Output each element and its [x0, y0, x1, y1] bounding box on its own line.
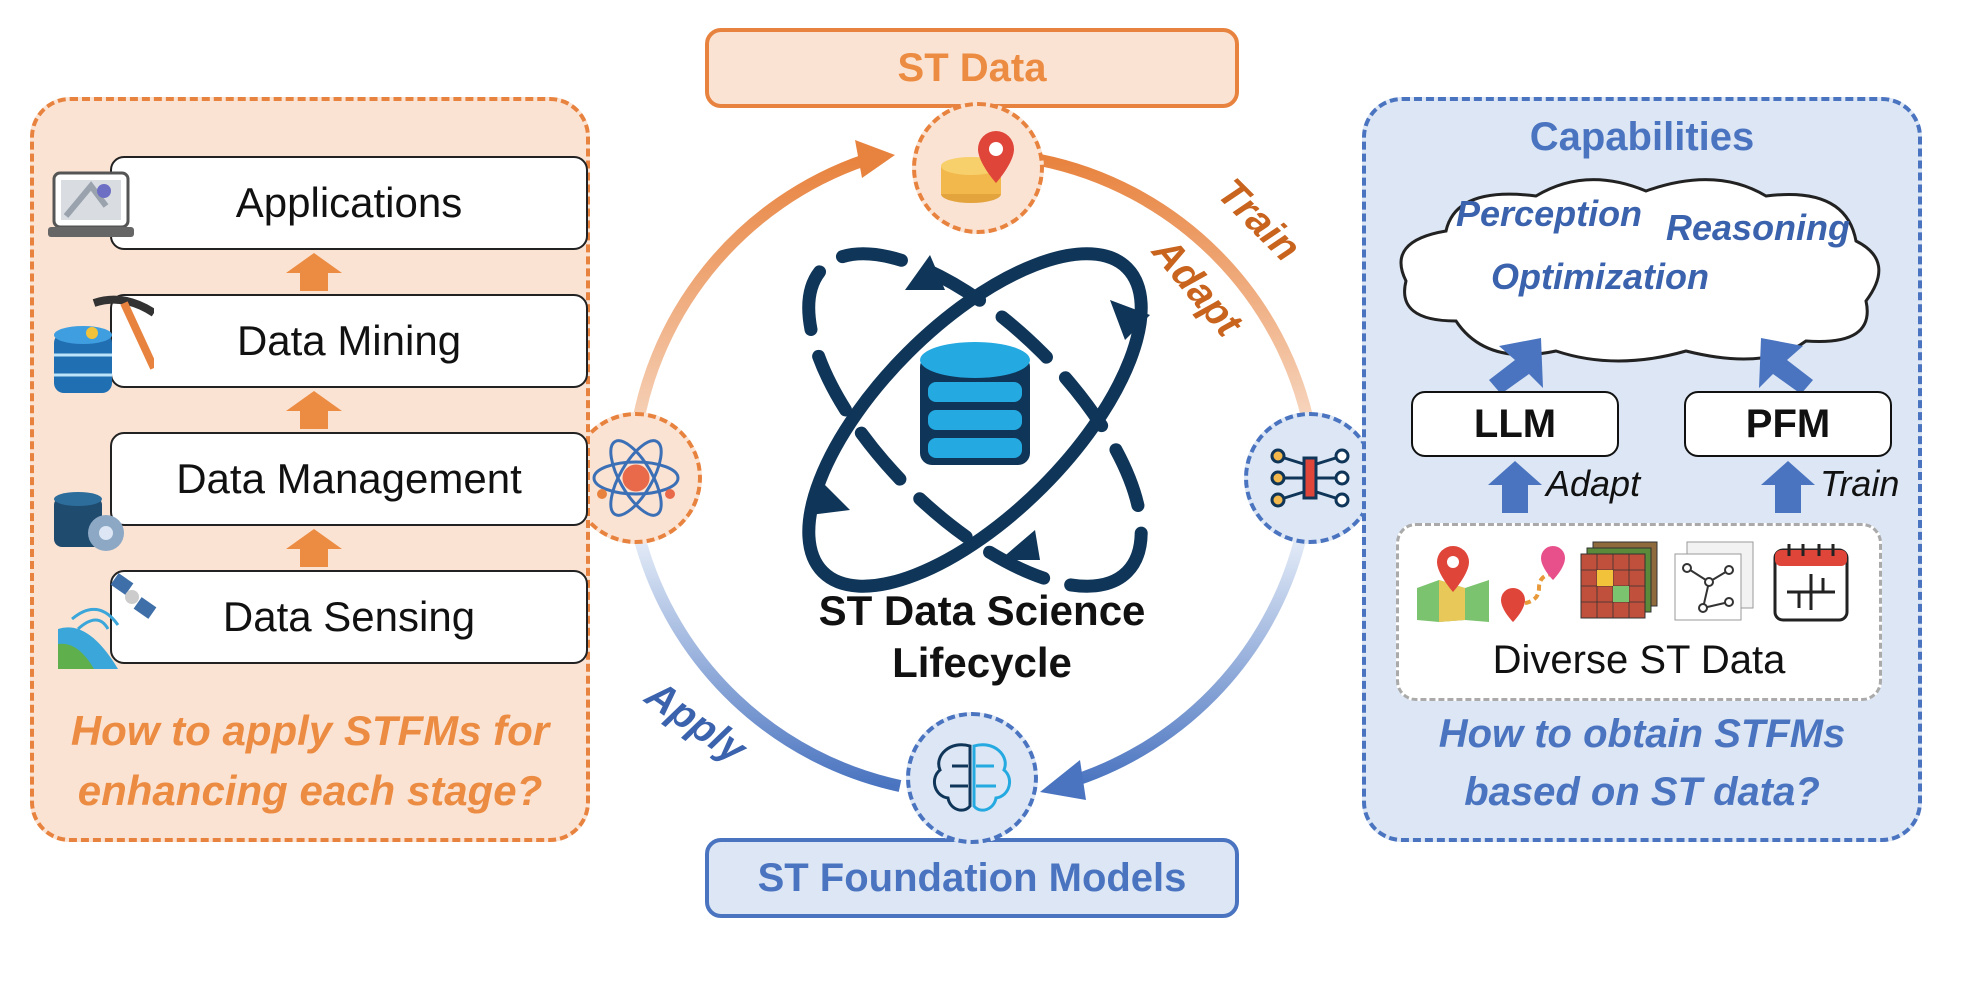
- adapt-arrow-icon: [1488, 461, 1542, 513]
- center-atom-icon: [802, 247, 1148, 593]
- stage-data-sensing: Data Sensing: [110, 570, 588, 664]
- capability-perception: Perception: [1456, 193, 1643, 234]
- database-gear-icon: [54, 492, 124, 551]
- left-question-line1: How to apply STFMs for: [70, 707, 550, 754]
- pfm-box: PFM: [1684, 391, 1892, 457]
- orbit-arrow-1: [905, 255, 945, 290]
- center-title: ST Data Science Lifecycle: [782, 585, 1182, 689]
- left-question: How to apply STFMs for enhancing each st…: [34, 701, 586, 821]
- coins-location-icon: [912, 102, 1044, 234]
- st-foundation-models-label: ST Foundation Models: [705, 838, 1239, 918]
- capabilities-title: Capabilities: [1529, 115, 1755, 159]
- orbit-arrow-2: [1110, 300, 1150, 340]
- llm-box: LLM: [1411, 391, 1619, 457]
- center-title-line1: ST Data Science: [818, 587, 1146, 634]
- brain-circuit-icon: [906, 712, 1038, 844]
- map-pin-icon: [1417, 546, 1489, 622]
- database-pickaxe-icon: [54, 295, 154, 393]
- capability-reasoning: Reasoning: [1666, 207, 1851, 248]
- right-question-line2: based on ST data?: [1464, 770, 1820, 814]
- arrowhead-bottom-right: [1040, 760, 1086, 800]
- arrowhead-top-left: [855, 140, 895, 178]
- up-arrow-icon: [286, 529, 342, 567]
- arrow-llm-to-cloud: [1489, 338, 1543, 394]
- atom-gear-icon: [570, 412, 702, 544]
- laptop-map-icon: [48, 171, 134, 237]
- train-arrow-icon: [1761, 461, 1815, 513]
- right-panel: Capabilities Perception Reasoning Optimi…: [1362, 97, 1922, 842]
- arrow-pfm-to-cloud: [1759, 338, 1813, 394]
- adapt-label: Adapt: [1546, 463, 1641, 504]
- left-question-line2: enhancing each stage?: [77, 767, 543, 814]
- orbit-arrow-3: [810, 480, 850, 515]
- diverse-data-box: Diverse ST Data: [1396, 523, 1882, 701]
- stage-applications: Applications: [110, 156, 588, 250]
- arc-top-right: [1038, 154, 1316, 432]
- graph-data-icon: [1674, 541, 1754, 621]
- orbit-arrow-4: [1000, 530, 1040, 560]
- center-database-icon: [920, 342, 1030, 465]
- stage-data-mining: Data Mining: [110, 294, 588, 388]
- right-question: How to obtain STFMs based on ST data?: [1366, 705, 1918, 821]
- route-icon: [1501, 546, 1565, 622]
- center-title-line2: Lifecycle: [892, 639, 1072, 686]
- train-label: Train: [1820, 463, 1900, 504]
- arc-bottom-left: [634, 538, 902, 792]
- capabilities-cloud: [1399, 178, 1881, 363]
- right-question-line1: How to obtain STFMs: [1438, 712, 1846, 756]
- satellite-earth-icon: [58, 573, 157, 669]
- up-arrow-icon: [286, 391, 342, 429]
- stage-data-management: Data Management: [110, 432, 588, 526]
- left-panel: Applications Data Mining Data Management…: [30, 97, 590, 842]
- neural-network-icon: [1244, 412, 1376, 544]
- arc-bottom-right: [1058, 538, 1306, 791]
- diverse-st-data-label: Diverse ST Data: [1492, 638, 1786, 682]
- capability-optimization: Optimization: [1491, 256, 1709, 297]
- st-data-label: ST Data: [705, 28, 1239, 108]
- arc-top-left: [628, 154, 867, 449]
- up-arrow-icon: [286, 253, 342, 291]
- calendar-timeline-icon: [1773, 544, 1849, 622]
- grid-data-icon: [1580, 541, 1658, 619]
